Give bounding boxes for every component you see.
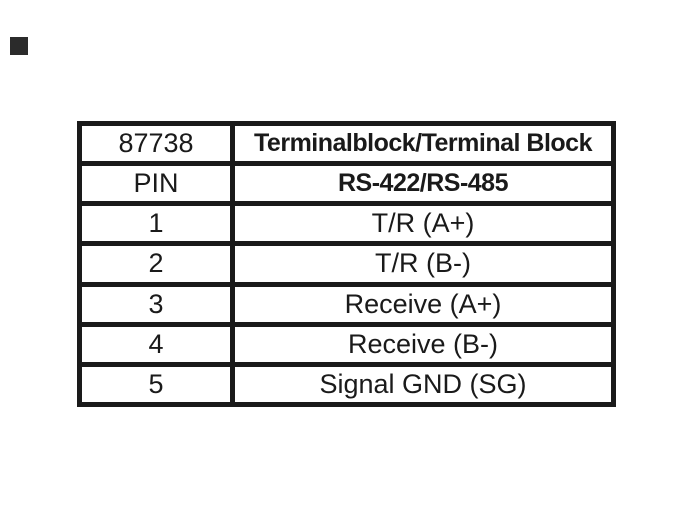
signal-name-cell: Receive (A+): [230, 286, 611, 322]
pin-number-cell: 3: [148, 288, 164, 319]
table-row-pin-2: 2 T/R (B-): [82, 241, 611, 282]
pin-column-header-cell: PIN: [133, 168, 179, 199]
pin-number-cell: 5: [148, 368, 164, 399]
product-title-cell: Terminalblock/Terminal Block: [230, 126, 611, 162]
product-number-cell: 87738: [118, 128, 194, 159]
table-row-product: 87738 Terminalblock/Terminal Block: [82, 126, 611, 162]
interface-header-cell: RS-422/RS-485: [230, 166, 611, 202]
signal-name-cell: Signal GND (SG): [230, 366, 611, 402]
pin-number-cell: 4: [148, 328, 164, 359]
table-row-pin-5: 5 Signal GND (SG): [82, 361, 611, 402]
pinout-table: 87738 Terminalblock/Terminal Block PIN R…: [77, 121, 616, 407]
pin-number-cell: 1: [148, 208, 164, 239]
table-row-pin-4: 4 Receive (B-): [82, 321, 611, 362]
signal-name-cell: T/R (A+): [230, 206, 611, 242]
pin-number-cell: 2: [148, 248, 164, 279]
signal-name-cell: T/R (B-): [230, 246, 611, 282]
corner-marker: [10, 37, 28, 55]
table-row-pin-1: 1 T/R (A+): [82, 201, 611, 242]
table-row-pin-3: 3 Receive (A+): [82, 281, 611, 322]
signal-name-cell: Receive (B-): [230, 326, 611, 362]
table-row-header: PIN RS-422/RS-485: [82, 161, 611, 202]
